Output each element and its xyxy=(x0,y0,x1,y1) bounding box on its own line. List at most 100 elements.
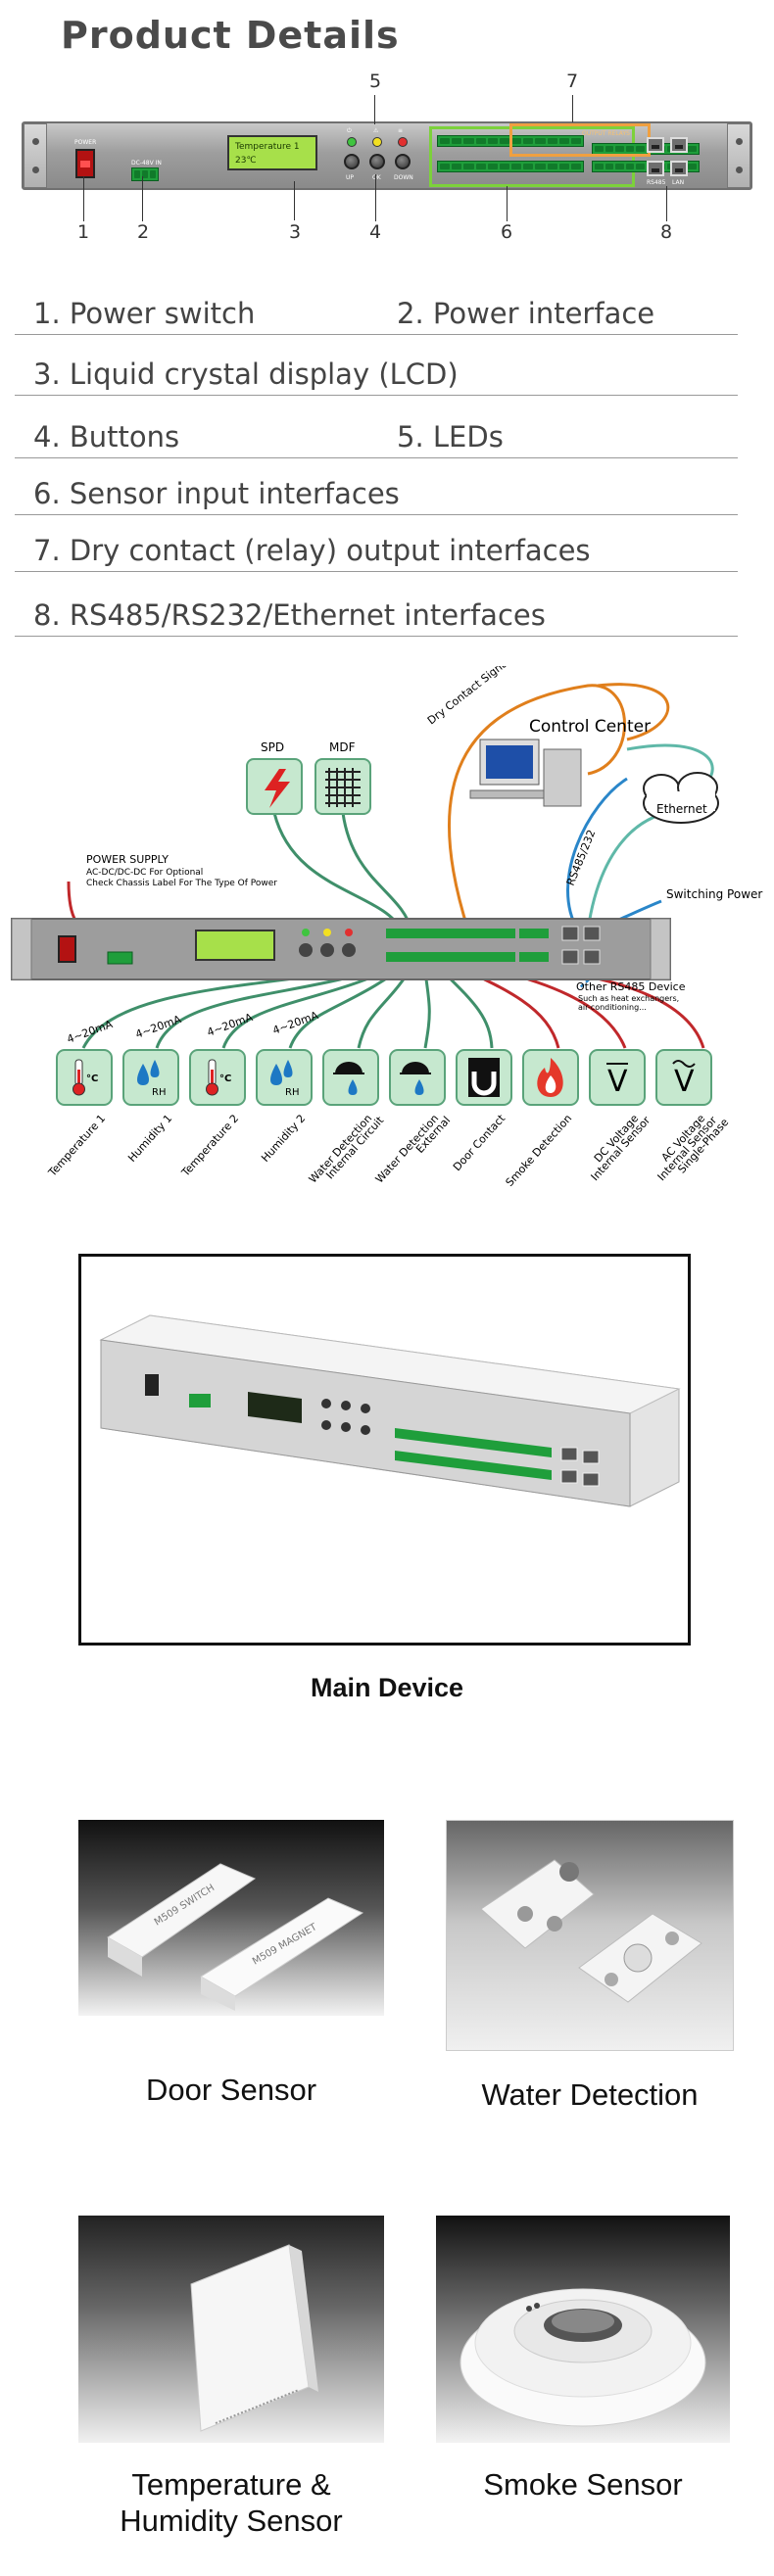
relay-output-highlight xyxy=(509,123,651,157)
sensor-icon-8: V xyxy=(589,1049,646,1106)
svg-text:RH: RH xyxy=(285,1087,299,1098)
up-button[interactable] xyxy=(344,154,360,169)
door-sensor-photo: M509 SWITCH M509 MAGNET xyxy=(78,1820,384,2016)
callout-2: 2 xyxy=(137,221,150,243)
sensor-icon-7 xyxy=(522,1049,579,1106)
power-supply-line2: Check Chassis Label For The Type Of Powe… xyxy=(86,879,277,888)
legend-row-4: 6. Sensor input interfaces xyxy=(15,476,738,515)
legend-sensor-inputs: 6. Sensor input interfaces xyxy=(33,477,400,510)
legend-row-1: 1. Power switch 2. Power interface xyxy=(15,296,738,335)
sensor-icon-6 xyxy=(456,1049,512,1106)
switching-power-label: Switching Power xyxy=(666,887,762,901)
sensor-input-terminals-bottom xyxy=(437,161,584,172)
power-switch[interactable] xyxy=(75,149,95,178)
sensor-label-0-0: Temperature 1 xyxy=(45,1112,108,1179)
rj45-port-4[interactable] xyxy=(670,161,688,176)
lcd-line-1: Temperature 1 xyxy=(235,142,300,152)
front-panel: POWER DC-48V IN Temperature 1 23℃ ⏻ ⚠ ≡ … xyxy=(22,121,752,190)
callout-6: 6 xyxy=(501,221,513,243)
sensor-label-1-0: Humidity 1 xyxy=(125,1112,174,1165)
sensor-icon-1: RH xyxy=(122,1049,179,1106)
led-green xyxy=(347,137,357,147)
legend-power-interface: 2. Power interface xyxy=(397,297,655,330)
power-label: POWER xyxy=(74,139,97,146)
svg-text:V: V xyxy=(674,1065,695,1099)
button-label-down: DOWN xyxy=(394,174,413,181)
wire-mdf xyxy=(341,812,413,931)
diagram-device xyxy=(11,918,671,980)
sensor-icon-3: RH xyxy=(256,1049,313,1106)
ethernet-label: Ethernet xyxy=(656,802,707,816)
legend-row-6: 8. RS485/RS232/Ethernet interfaces xyxy=(15,597,738,637)
wire-rs485 xyxy=(566,777,628,931)
main-device-illustration xyxy=(99,1314,681,1507)
sensor-input-highlight xyxy=(429,126,635,187)
lcd-line-2: 23℃ xyxy=(235,155,257,166)
water-detection-caption: Water Detection xyxy=(481,2077,699,2112)
sensor-label-2-0: Temperature 2 xyxy=(178,1112,241,1179)
legend-comm-interfaces: 8. RS485/RS232/Ethernet interfaces xyxy=(33,598,546,632)
sensor-icon-2: °C xyxy=(189,1049,246,1106)
sensor-label-4-0: Water Detection xyxy=(307,1112,375,1185)
ma-label-4: 4~20mA xyxy=(271,1009,320,1037)
svg-text:RH: RH xyxy=(152,1087,166,1098)
spd-label: SPD xyxy=(261,740,284,754)
temp-humidity-caption-line2: Humidity Sensor xyxy=(120,2504,343,2539)
connection-diagram: SPD MDF Dry Contact Signal Control Cente… xyxy=(11,666,762,1189)
button-label-ok: OK xyxy=(372,174,381,181)
other-rs485-title: Other RS485 Device xyxy=(576,980,686,993)
led-label-alarm: ⚠ xyxy=(373,127,379,134)
output-relays-label: OUTPUT RELAYS xyxy=(582,130,630,137)
legend-buttons: 4. Buttons xyxy=(33,420,180,453)
temp-humidity-sensor-photo xyxy=(78,2216,384,2443)
power-interface xyxy=(131,167,159,181)
port-label-lan: LAN xyxy=(672,179,685,186)
down-button[interactable] xyxy=(395,154,411,169)
temp-humidity-caption-line1: Temperature & xyxy=(131,2467,331,2502)
water-detection-photo xyxy=(446,1820,734,2051)
main-device-caption: Main Device xyxy=(310,1673,464,1702)
lcd-display: Temperature 1 23℃ xyxy=(227,135,317,170)
computer-icon xyxy=(469,739,582,807)
legend-row-3: 4. Buttons 5. LEDs xyxy=(15,419,738,458)
callout-8: 8 xyxy=(660,221,673,243)
callout-1: 1 xyxy=(77,221,90,243)
legend-leds: 5. LEDs xyxy=(397,420,504,453)
wire-dry-contact xyxy=(448,684,626,931)
smoke-sensor-caption: Smoke Sensor xyxy=(483,2467,683,2502)
sensor-label-3-0: Humidity 2 xyxy=(259,1112,308,1165)
rj45-port-3[interactable] xyxy=(647,161,664,176)
led-label-power: ⏻ xyxy=(347,127,352,134)
control-center-label: Control Center xyxy=(529,717,651,737)
other-rs485-line2: air-conditioning... xyxy=(578,1003,647,1012)
led-red xyxy=(398,137,408,147)
legend-row-2: 3. Liquid crystal display (LCD) xyxy=(15,357,738,396)
svg-text:°C: °C xyxy=(219,1073,231,1084)
door-sensor-caption: Door Sensor xyxy=(145,2073,317,2107)
callout-4: 4 xyxy=(369,221,382,243)
button-label-up: UP xyxy=(346,174,355,181)
legend-lcd: 3. Liquid crystal display (LCD) xyxy=(33,358,459,391)
wire-spd xyxy=(272,812,404,931)
svg-text:V: V xyxy=(607,1065,628,1099)
sensor-label-6-0: Door Contact xyxy=(451,1112,508,1173)
rj45-port-2[interactable] xyxy=(670,137,688,153)
ma-label-1: 4~20mA xyxy=(66,1018,115,1046)
ok-button[interactable] xyxy=(369,154,385,169)
port-label-rs485: RS485 xyxy=(647,179,666,186)
sensor-icon-4 xyxy=(322,1049,379,1106)
sensor-label-7-0: Smoke Detection xyxy=(504,1112,575,1189)
page-title: Product Details xyxy=(61,14,400,57)
power-in-label: DC-48V IN xyxy=(131,160,162,167)
callout-3: 3 xyxy=(289,221,302,243)
callout-5: 5 xyxy=(369,71,382,92)
sensor-icon-5 xyxy=(389,1049,446,1106)
sensor-icon-9: V xyxy=(655,1049,712,1106)
main-device-photo xyxy=(78,1254,691,1646)
legend-relay-outputs: 7. Dry contact (relay) output interfaces xyxy=(33,534,591,567)
svg-text:°C: °C xyxy=(86,1073,98,1084)
rj45-port-1[interactable] xyxy=(647,137,664,153)
other-rs485-line1: Such as heat exchangers, xyxy=(578,994,679,1003)
ethernet-cloud-icon xyxy=(643,772,719,824)
led-yellow xyxy=(372,137,382,147)
